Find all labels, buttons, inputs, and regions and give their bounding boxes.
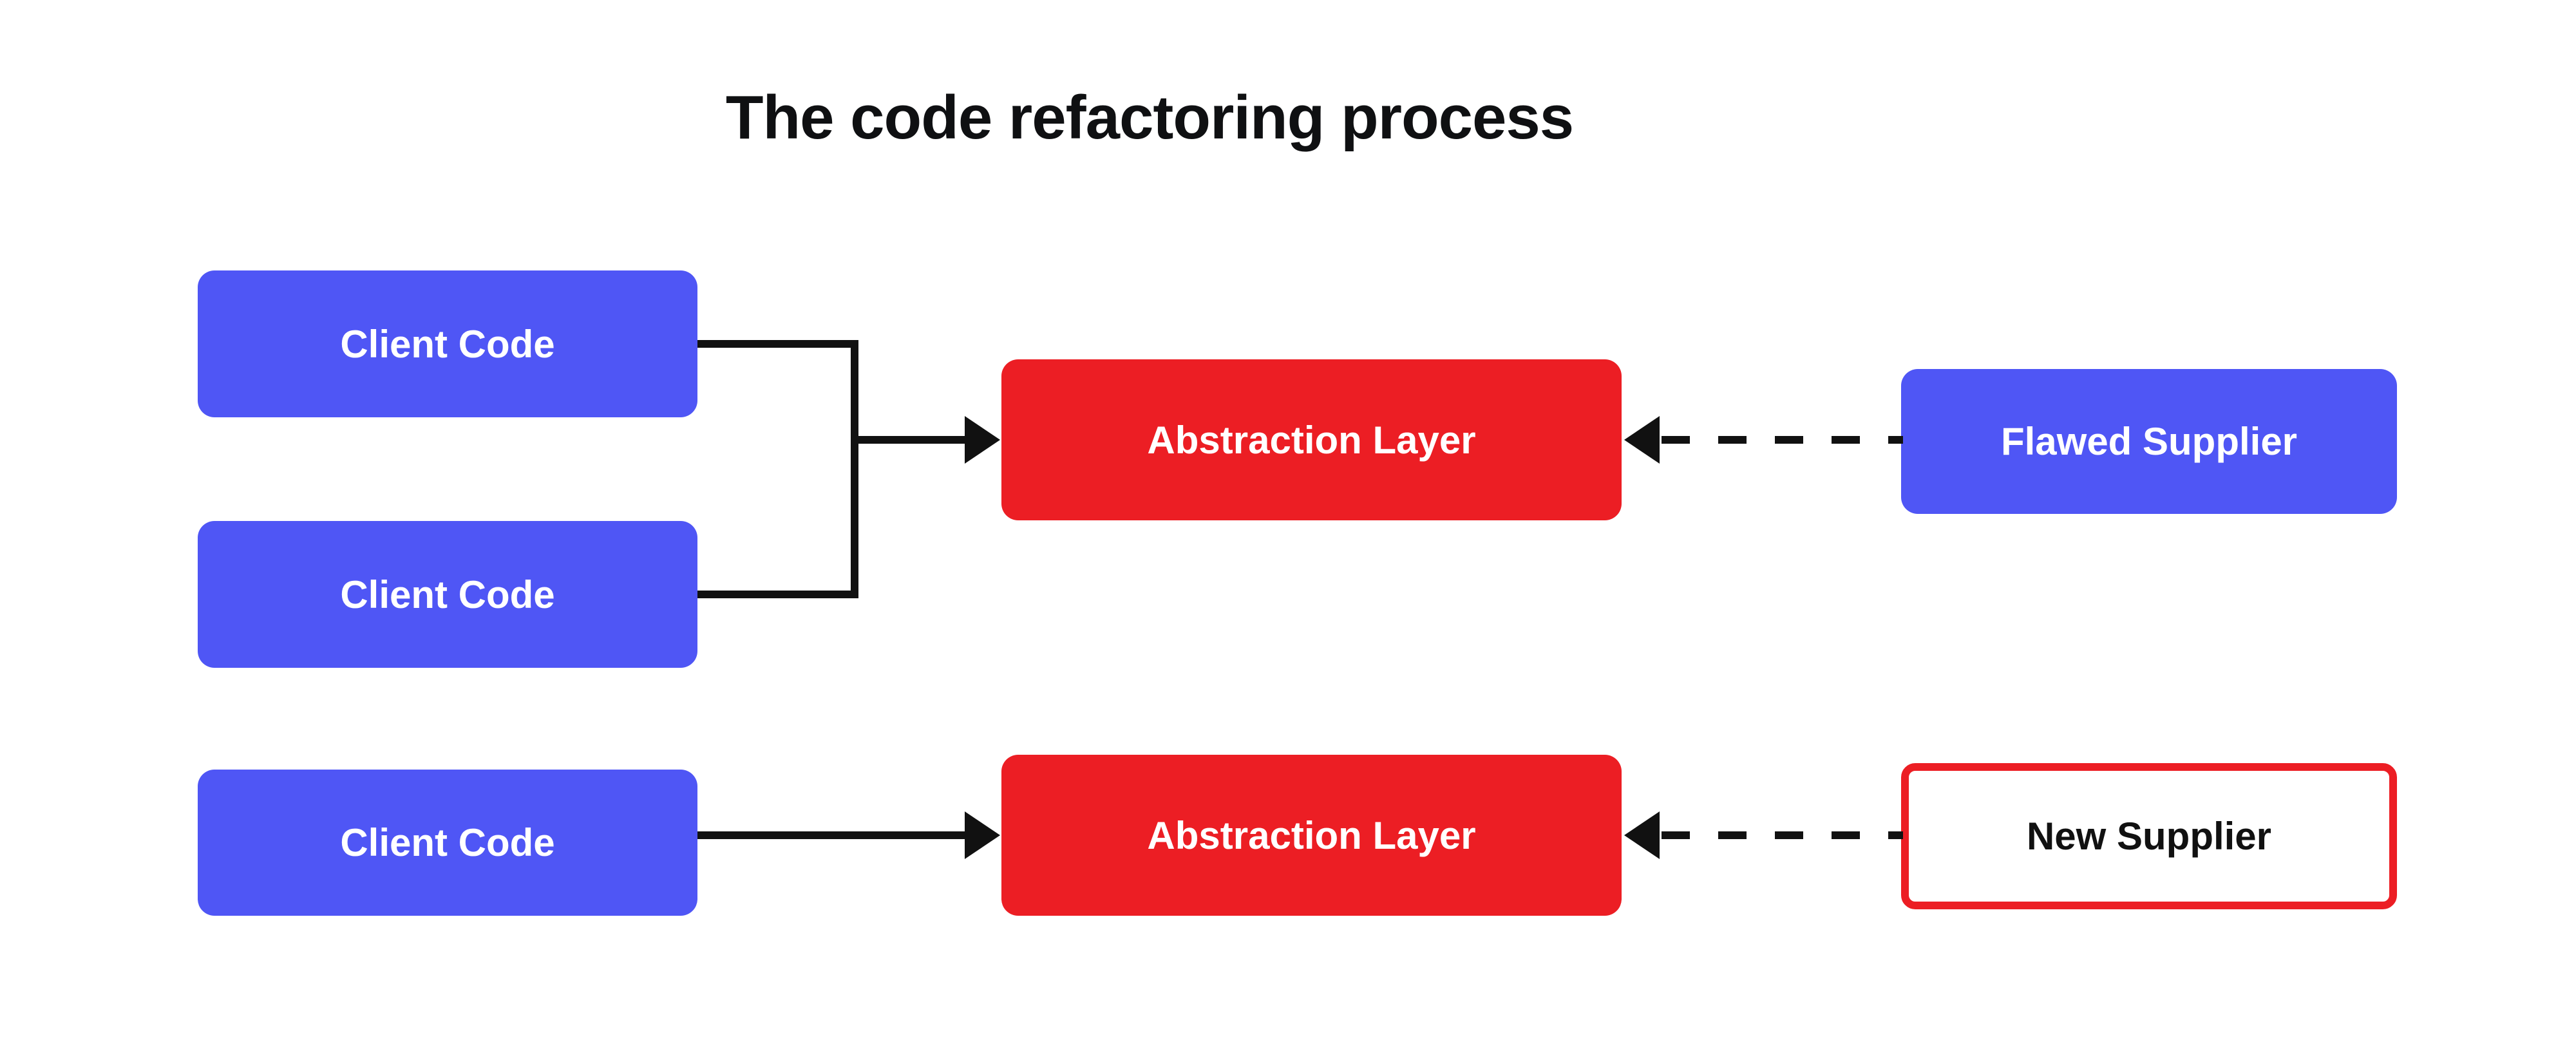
node-flawed-supplier[interactable]: Flawed Supplier [1901,369,2397,514]
node-label: New Supplier [2026,815,2272,858]
node-abstraction-layer-bottom[interactable]: Abstraction Layer [1001,755,1622,916]
node-new-supplier[interactable]: New Supplier [1901,763,2397,909]
arrowhead-right-icon [965,811,1000,859]
node-client-code-top[interactable]: Client Code [198,270,697,417]
page-title: The code refactoring process [725,83,1574,152]
edge-segment-horizontal-to-abstraction [851,436,967,444]
arrowhead-left-icon [1624,811,1660,859]
edge-segment-dashed-bottom [1662,831,1903,839]
node-label: Client Code [340,821,555,864]
node-label: Abstraction Layer [1147,813,1476,857]
node-label: Client Code [340,573,555,616]
arrowhead-right-icon [965,416,1000,464]
arrowhead-left-icon [1624,416,1660,464]
edge-segment-horizontal-middle [697,591,858,598]
node-client-code-middle[interactable]: Client Code [198,521,697,668]
node-abstraction-layer-top[interactable]: Abstraction Layer [1001,359,1622,520]
edge-segment-vertical-bus [851,340,858,598]
node-client-code-bottom[interactable]: Client Code [198,770,697,916]
node-label: Client Code [340,322,555,366]
edge-segment-dashed-top [1662,436,1903,444]
node-label: Flawed Supplier [2000,420,2298,463]
edge-segment-horizontal-bottom [697,831,967,839]
edge-segment-horizontal-top [697,340,858,348]
node-label: Abstraction Layer [1147,418,1476,462]
